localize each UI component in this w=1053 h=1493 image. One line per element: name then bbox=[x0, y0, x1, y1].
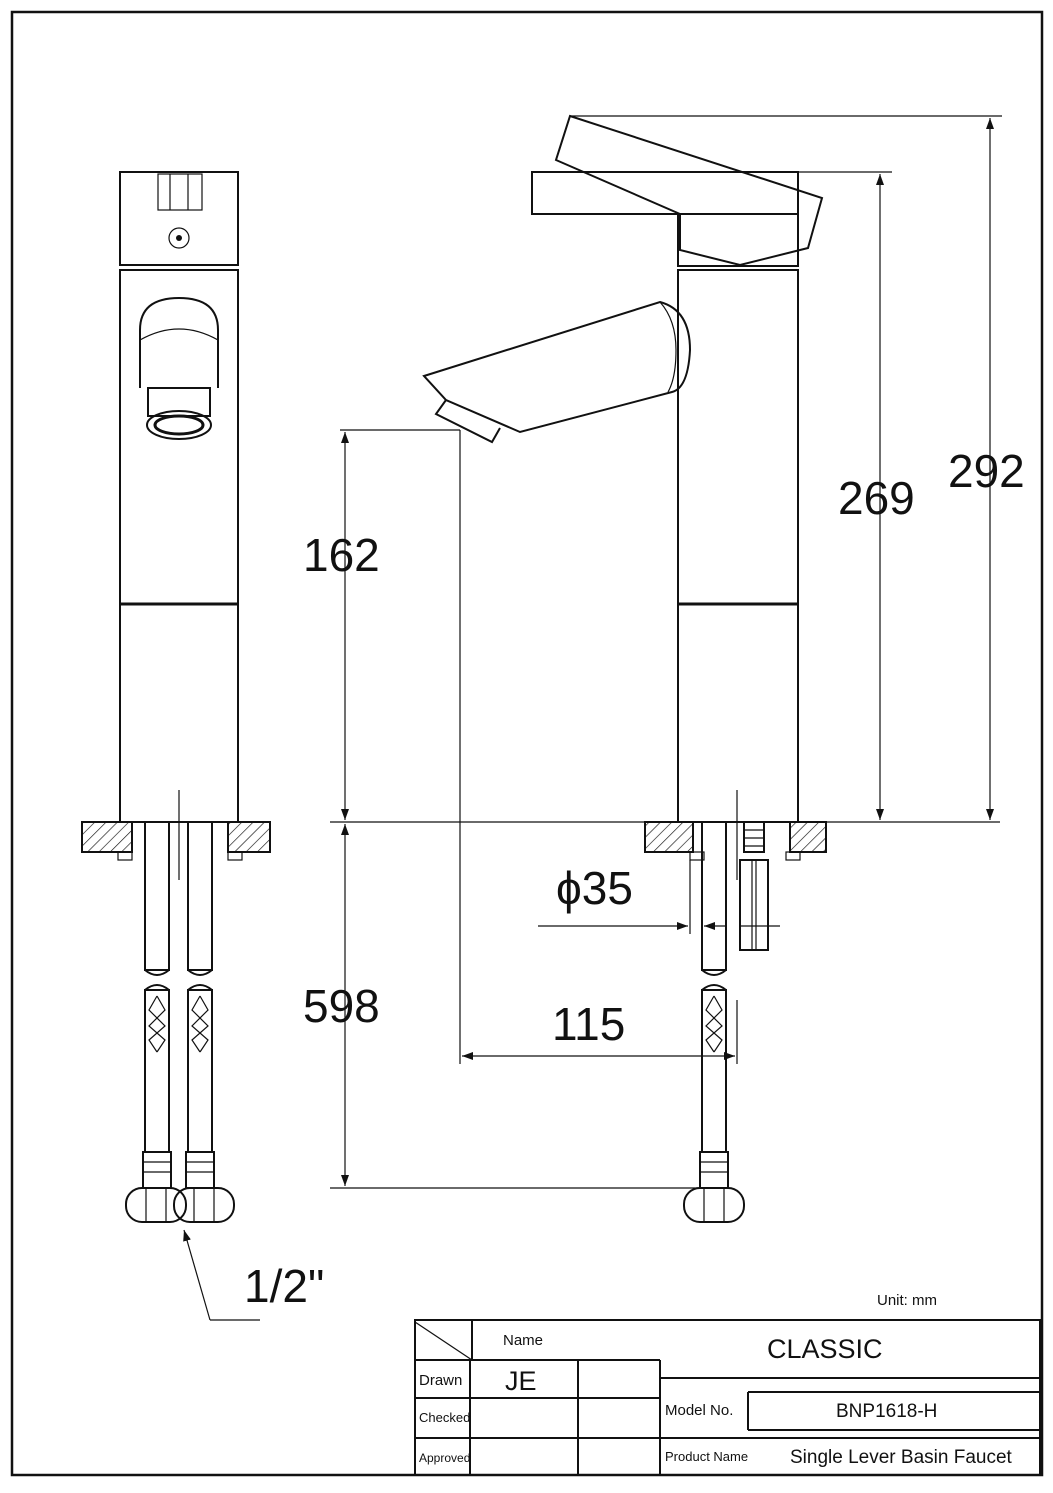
spout-reach-label: 115 bbox=[552, 998, 625, 1050]
dimension-lines bbox=[330, 115, 1002, 1189]
connection-size-label: 1/2" bbox=[244, 1260, 324, 1312]
side-view bbox=[81, 171, 271, 1321]
drawing-frame bbox=[10, 10, 1044, 1477]
spout-height-label: 162 bbox=[303, 529, 380, 581]
total-height-label: 292 bbox=[948, 445, 1025, 497]
title-block-approved-label: Approved bbox=[419, 1451, 470, 1465]
hose-length-label: 598 bbox=[303, 980, 380, 1032]
unit-note: Unit: mm bbox=[877, 1292, 937, 1309]
title-block-drawn-label: Drawn bbox=[419, 1372, 462, 1389]
title-block-model-value: BNP1618-H bbox=[836, 1401, 937, 1422]
title-block-name-header: Name bbox=[503, 1332, 543, 1349]
title-block-drawn-by: JE bbox=[505, 1366, 537, 1396]
title-block-checked-label: Checked bbox=[419, 1410, 470, 1425]
title-block bbox=[414, 1319, 1041, 1476]
shank-diameter-label: ϕ35 bbox=[556, 862, 633, 914]
title-block-product-value: Single Lever Basin Faucet bbox=[790, 1447, 1013, 1468]
body-height-label: 269 bbox=[838, 472, 915, 524]
title-block-model-label: Model No. bbox=[665, 1402, 733, 1419]
title-block-product-label: Product Name bbox=[665, 1449, 748, 1464]
title-block-series: CLASSIC bbox=[767, 1334, 883, 1364]
